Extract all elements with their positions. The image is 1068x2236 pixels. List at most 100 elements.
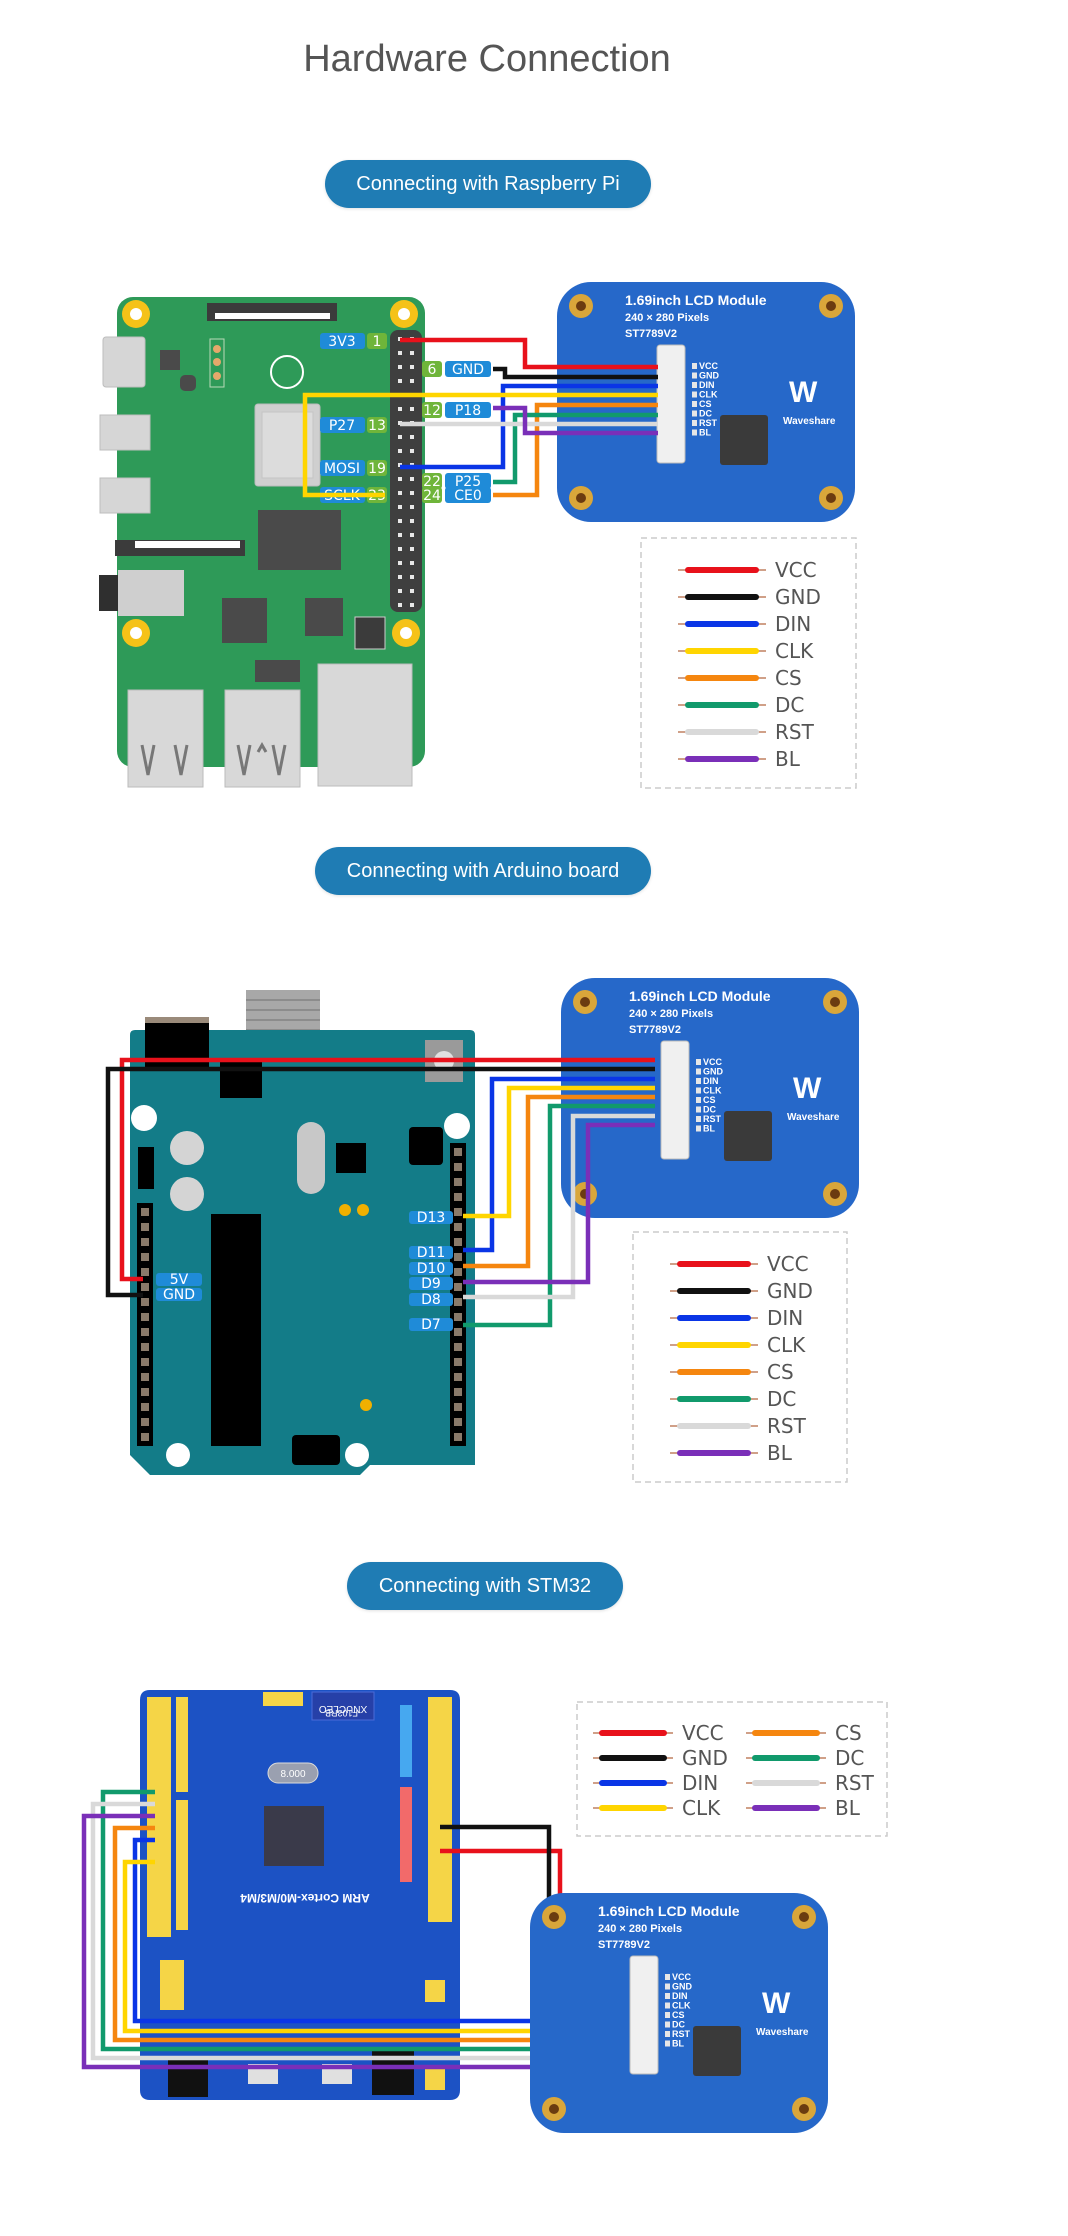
- lcd-pin-label: VCC: [699, 361, 719, 371]
- lcd-pin-label: CLK: [703, 1086, 722, 1096]
- legend-label: RST: [767, 1414, 807, 1438]
- lcd-pin-label: DIN: [703, 1076, 719, 1086]
- lcd-resolution: 240 × 280 Pixels: [598, 1923, 682, 1935]
- waveshare-logo-icon: W: [762, 1987, 791, 2020]
- gpio-pin: [398, 351, 402, 355]
- header-pin: [454, 1298, 462, 1306]
- legend-label: CLK: [767, 1333, 806, 1357]
- wire-dc: [493, 412, 658, 485]
- lcd-pin-label: BL: [703, 1124, 715, 1134]
- wire-din: [463, 1076, 655, 1253]
- header-pin: [454, 1403, 462, 1411]
- wire-cs: [493, 402, 658, 498]
- wire-gnd: [493, 366, 658, 380]
- lcd-pin-label: CS: [703, 1095, 716, 1105]
- gpio-pin: [410, 449, 414, 453]
- header-pin: [454, 1223, 462, 1231]
- section-heading-raspberry-pi[interactable]: Connecting with Raspberry Pi: [325, 160, 651, 208]
- lcd-pin-label: DC: [699, 409, 712, 419]
- header-pin: [454, 1238, 462, 1246]
- svg-text:MOSI: MOSI: [324, 461, 360, 477]
- wire-vcc: [119, 1057, 655, 1282]
- fpc-connector: [656, 344, 686, 464]
- header-pin: [454, 1358, 462, 1366]
- svg-text:5V: 5V: [170, 1272, 189, 1288]
- header-pin: [454, 1313, 462, 1321]
- gpio-pin: [410, 351, 414, 355]
- legend-label: CS: [835, 1721, 862, 1745]
- legend-label: RST: [775, 720, 815, 744]
- svg-text:GND: GND: [452, 362, 484, 378]
- header-pin: [141, 1238, 149, 1246]
- header-pin: [141, 1268, 149, 1276]
- wire-gnd: [105, 1066, 655, 1298]
- gpio-pin: [410, 603, 414, 607]
- gpio-pin: [398, 379, 402, 383]
- svg-text:-F103RB: -F103RB: [325, 1708, 361, 1718]
- lcd-pin-label: CS: [672, 2010, 685, 2020]
- svg-text:GND: GND: [163, 1287, 195, 1303]
- legend-label: CS: [767, 1360, 794, 1384]
- gpio-pin: [410, 533, 414, 537]
- gpio-pin: [410, 589, 414, 593]
- gpio-pin: [410, 477, 414, 481]
- gpio-pin: [410, 491, 414, 495]
- lcd-pin-label: DC: [703, 1105, 716, 1115]
- gpio-pin: [410, 547, 414, 551]
- svg-text:ARM Cortex-M0/M3/M4: ARM Cortex-M0/M3/M4: [240, 1891, 370, 1905]
- lcd-pin-label: RST: [703, 1114, 722, 1124]
- wire-dc: [100, 1789, 625, 2052]
- pin-label-d7: D7: [409, 1317, 453, 1333]
- header-pin: [454, 1388, 462, 1396]
- legend-label: CLK: [682, 1796, 721, 1820]
- svg-text:22: 22: [423, 474, 441, 490]
- svg-text:3V3: 3V3: [328, 334, 355, 350]
- gpio-pin: [398, 449, 402, 453]
- section-heading-arduino[interactable]: Connecting with Arduino board: [315, 847, 651, 895]
- lcd-pin-label: GND: [672, 1982, 693, 1992]
- svg-text:8.000: 8.000: [280, 1769, 305, 1780]
- header-pin: [454, 1193, 462, 1201]
- lcd-pin-label: BL: [672, 2039, 684, 2049]
- header-pin: [141, 1313, 149, 1321]
- arduino-wires: [105, 1057, 655, 1328]
- legend-label: VCC: [775, 558, 817, 582]
- arduino-diagram: 5V GND D13 D11 D10 D9 D8 D7 1.69inch LCD…: [105, 978, 859, 1483]
- header-pin: [454, 1343, 462, 1351]
- gpio-pin: [398, 533, 402, 537]
- lcd-pin-label: RST: [699, 418, 718, 428]
- brand-label: Waveshare: [783, 416, 836, 427]
- legend-label: VCC: [767, 1252, 809, 1276]
- lcd-title: 1.69inch LCD Module: [625, 292, 767, 308]
- legend-label: GND: [767, 1279, 813, 1303]
- pin-label-d10: D10: [409, 1261, 453, 1277]
- svg-text:XNUCLEO: XNUCLEO: [319, 1703, 368, 1714]
- gpio-pin: [410, 505, 414, 509]
- header-pin: [141, 1388, 149, 1396]
- lcd-pin-label: CLK: [699, 390, 718, 400]
- fpc-connector: [660, 1040, 690, 1160]
- svg-text:D11: D11: [417, 1245, 446, 1261]
- lcd-pin-label: VCC: [703, 1057, 723, 1067]
- header-pin: [454, 1148, 462, 1156]
- header-pin: [454, 1328, 462, 1336]
- rpi-wires: [302, 337, 658, 498]
- section-heading-stm32[interactable]: Connecting with STM32: [347, 1562, 623, 1610]
- header-pin: [141, 1433, 149, 1441]
- wire-din: [400, 383, 658, 470]
- waveshare-logo-icon: W: [793, 1072, 822, 1105]
- wire-rst: [90, 1801, 625, 2061]
- lcd-resolution: 240 × 280 Pixels: [625, 312, 709, 324]
- gpio-pin: [398, 491, 402, 495]
- wire-cs: [463, 1094, 655, 1269]
- gpio-pin: [398, 407, 402, 411]
- brand-label: Waveshare: [787, 1112, 840, 1123]
